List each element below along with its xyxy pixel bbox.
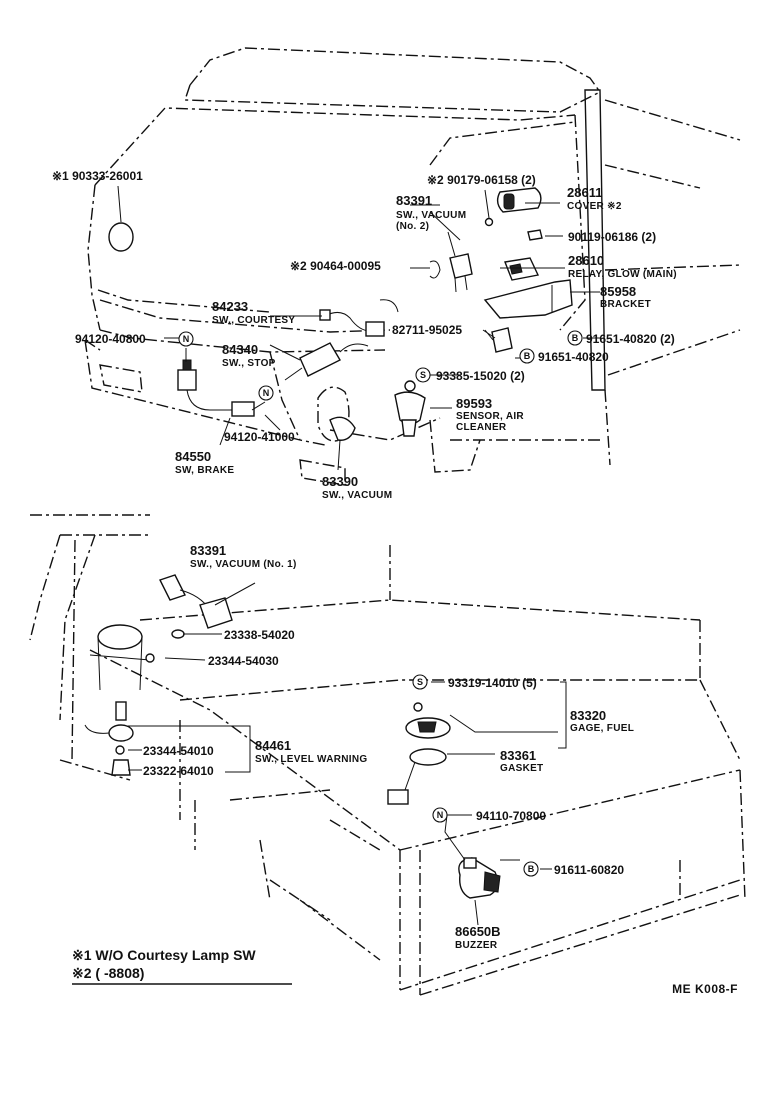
marker-n-2: N <box>258 385 274 401</box>
marker-n-3: N <box>432 807 448 823</box>
part-number-23322: 23322-64010 <box>143 764 214 778</box>
bottom-parts <box>84 574 501 899</box>
svg-text:S: S <box>420 370 426 380</box>
marker-b-2: B <box>519 348 535 364</box>
marker-b-1: B <box>567 330 583 346</box>
part-number-83361: 83361 <box>500 748 536 763</box>
labels-top: ※1 90333-26001 ※2 90179-06158 (2) 83391 … <box>52 169 677 501</box>
part-number-28610: 28610 <box>568 253 604 268</box>
top-leaders <box>117 185 600 471</box>
part-number-23338: 23338-54020 <box>224 628 295 642</box>
part-number-23344-b: 23344-54010 <box>143 744 214 758</box>
part-desc-85958: BRACKET <box>600 299 651 310</box>
figure-code: ME K008-F <box>672 982 738 996</box>
part-desc-84233: SW., COURTESY <box>212 315 295 326</box>
part-number-85958: 85958 <box>600 284 636 299</box>
part-desc-83390: SW., VACUUM <box>322 490 392 501</box>
part-desc-84340: SW., STOP <box>222 358 276 369</box>
footnotes: ※1 W/O Courtesy Lamp SW ※2 ( -8808) <box>72 947 292 985</box>
top-parts <box>177 187 573 441</box>
part-desc-84461: SW., LEVEL WARNING <box>255 754 367 765</box>
bed-outline <box>29 514 746 996</box>
part-desc-89593: SENSOR, AIR <box>456 411 524 422</box>
part-desc-83391-no2-sub: (No. 2) <box>396 221 429 232</box>
marker-n-1: N <box>178 331 194 347</box>
part-number-93319: 93319-14010 (5) <box>448 676 537 690</box>
marker-s-2: S <box>412 674 428 690</box>
footnote-2: ※2 ( -8808) <box>72 965 144 981</box>
svg-text:B: B <box>524 351 531 361</box>
part-number-82711: 82711-95025 <box>392 323 462 337</box>
svg-text:S: S <box>417 677 423 687</box>
labels-bottom: 83391 SW., VACUUM (No. 1) 23338-54020 23… <box>143 543 634 951</box>
part-number-94110: 94110-70800 <box>476 809 546 823</box>
part-number-91611: 91611-60820 <box>554 863 624 877</box>
part-desc-83320: GAGE, FUEL <box>570 723 634 734</box>
footnote-1: ※1 W/O Courtesy Lamp SW <box>72 947 256 963</box>
part-number-91651-a: 91651-40820 (2) <box>586 332 675 346</box>
part-desc-83361: GASKET <box>500 763 543 774</box>
part-number-83391-no1: 83391 <box>190 543 226 558</box>
part-number-90333: ※1 90333-26001 <box>52 169 143 183</box>
part-number-84550: 84550 <box>175 449 211 464</box>
svg-text:N: N <box>183 334 190 344</box>
part-number-84461: 84461 <box>255 738 291 753</box>
part-number-93385: 93385-15020 (2) <box>436 369 525 383</box>
part-number-83390: 83390 <box>322 474 358 489</box>
svg-text:B: B <box>528 864 535 874</box>
part-number-84233: 84233 <box>212 299 248 314</box>
part-number-91651-b: 91651-40820 <box>538 350 609 364</box>
cab-outline <box>84 47 741 486</box>
part-number-84340: 84340 <box>222 342 258 357</box>
svg-text:N: N <box>263 388 270 398</box>
part-number-28611: 28611 <box>567 185 602 200</box>
marker-b-3: B <box>523 861 539 877</box>
part-number-23344-a: 23344-54030 <box>208 654 279 668</box>
marker-s-1: S <box>415 367 431 383</box>
part-number-90464: ※2 90464-00095 <box>290 259 381 273</box>
part-number-90119: 90119-06186 (2) <box>568 230 656 244</box>
part-number-86650b: 86650B <box>455 924 501 939</box>
part-desc-84550: SW, BRAKE <box>175 465 234 476</box>
part-desc-28611: COVER ※2 <box>567 201 622 212</box>
part-desc-83391-no1: SW., VACUUM (No. 1) <box>190 559 297 570</box>
part-number-89593: 89593 <box>456 396 492 411</box>
svg-text:N: N <box>437 810 444 820</box>
part-number-90179: ※2 90179-06158 (2) <box>427 173 536 187</box>
part-number-83391-no2: 83391 <box>396 193 432 208</box>
bottom-leaders <box>128 582 567 926</box>
part-desc-89593-sub: CLEANER <box>456 422 507 433</box>
part-desc-28610: RELAY, GLOW (MAIN) <box>568 269 677 280</box>
part-number-94120-a: 94120-40800 <box>75 332 146 346</box>
part-number-83320: 83320 <box>570 708 606 723</box>
svg-text:B: B <box>572 333 579 343</box>
part-desc-83391-no2: SW., VACUUM <box>396 210 466 221</box>
part-number-94120-b: 94120-41000 <box>224 430 295 444</box>
part-desc-86650b: BUZZER <box>455 940 498 951</box>
